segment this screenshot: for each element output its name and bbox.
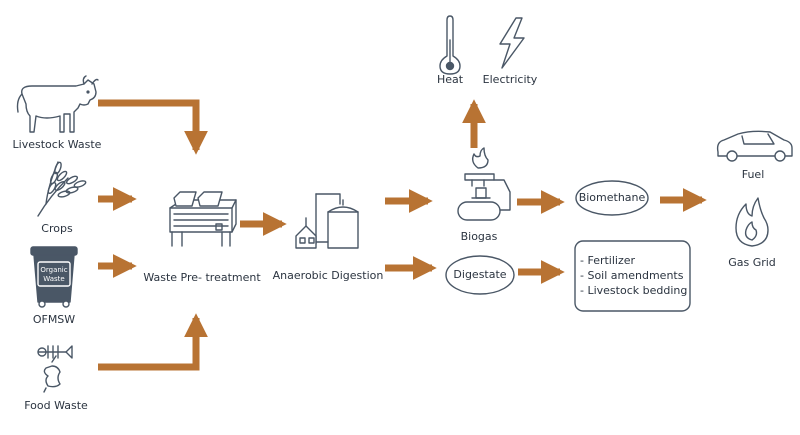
anaerobic-digester-icon <box>295 193 359 249</box>
digestate-uses-list: - Fertilizer - Soil amendments - Livesto… <box>580 253 687 298</box>
pretreatment-machine-icon <box>169 191 237 247</box>
biomethane-label: Biomethane <box>578 191 646 204</box>
digestate-label: Digestate <box>453 268 507 281</box>
digestate-node <box>445 255 515 295</box>
organic-waste-bin-icon <box>30 246 78 308</box>
digestate-use-item: - Livestock bedding <box>580 284 688 297</box>
car-icon <box>716 130 793 162</box>
fuel-label: Fuel <box>741 168 765 181</box>
organic-waste-bin-label: Organic Waste <box>40 266 68 283</box>
flame-icon <box>735 197 769 247</box>
lightning-icon <box>499 17 525 69</box>
digestate-use-item: - Soil amendments <box>580 269 684 282</box>
digestate-use-item: - Fertilizer <box>580 254 636 267</box>
biogas-burner-icon <box>457 147 511 221</box>
cow-icon <box>16 75 99 133</box>
biogas-label: Biogas <box>460 230 498 243</box>
thermometer-icon <box>439 15 461 75</box>
food-waste-label: Food Waste <box>24 399 88 412</box>
ofmsw-label: OFMSW <box>32 313 76 326</box>
livestock-waste-label: Livestock Waste <box>12 138 102 151</box>
electricity-label: Electricity <box>482 73 538 86</box>
apple-core-icon <box>43 355 61 393</box>
wheat-icon <box>37 161 87 217</box>
crops-label: Crops <box>41 222 73 235</box>
biomethane-node <box>575 180 649 216</box>
anaerobic-digestion-label: Anaerobic Digestion <box>272 269 384 282</box>
gas-grid-label: Gas Grid <box>728 256 776 269</box>
digestate-uses-box <box>574 240 691 312</box>
fish-bone-icon <box>37 345 73 359</box>
heat-label: Heat <box>436 73 464 86</box>
arrow-livestock-to-pretreatment <box>98 99 208 155</box>
waste-pretreatment-label: Waste Pre- treatment <box>143 271 261 284</box>
arrow-food-to-pretreatment <box>98 313 208 371</box>
